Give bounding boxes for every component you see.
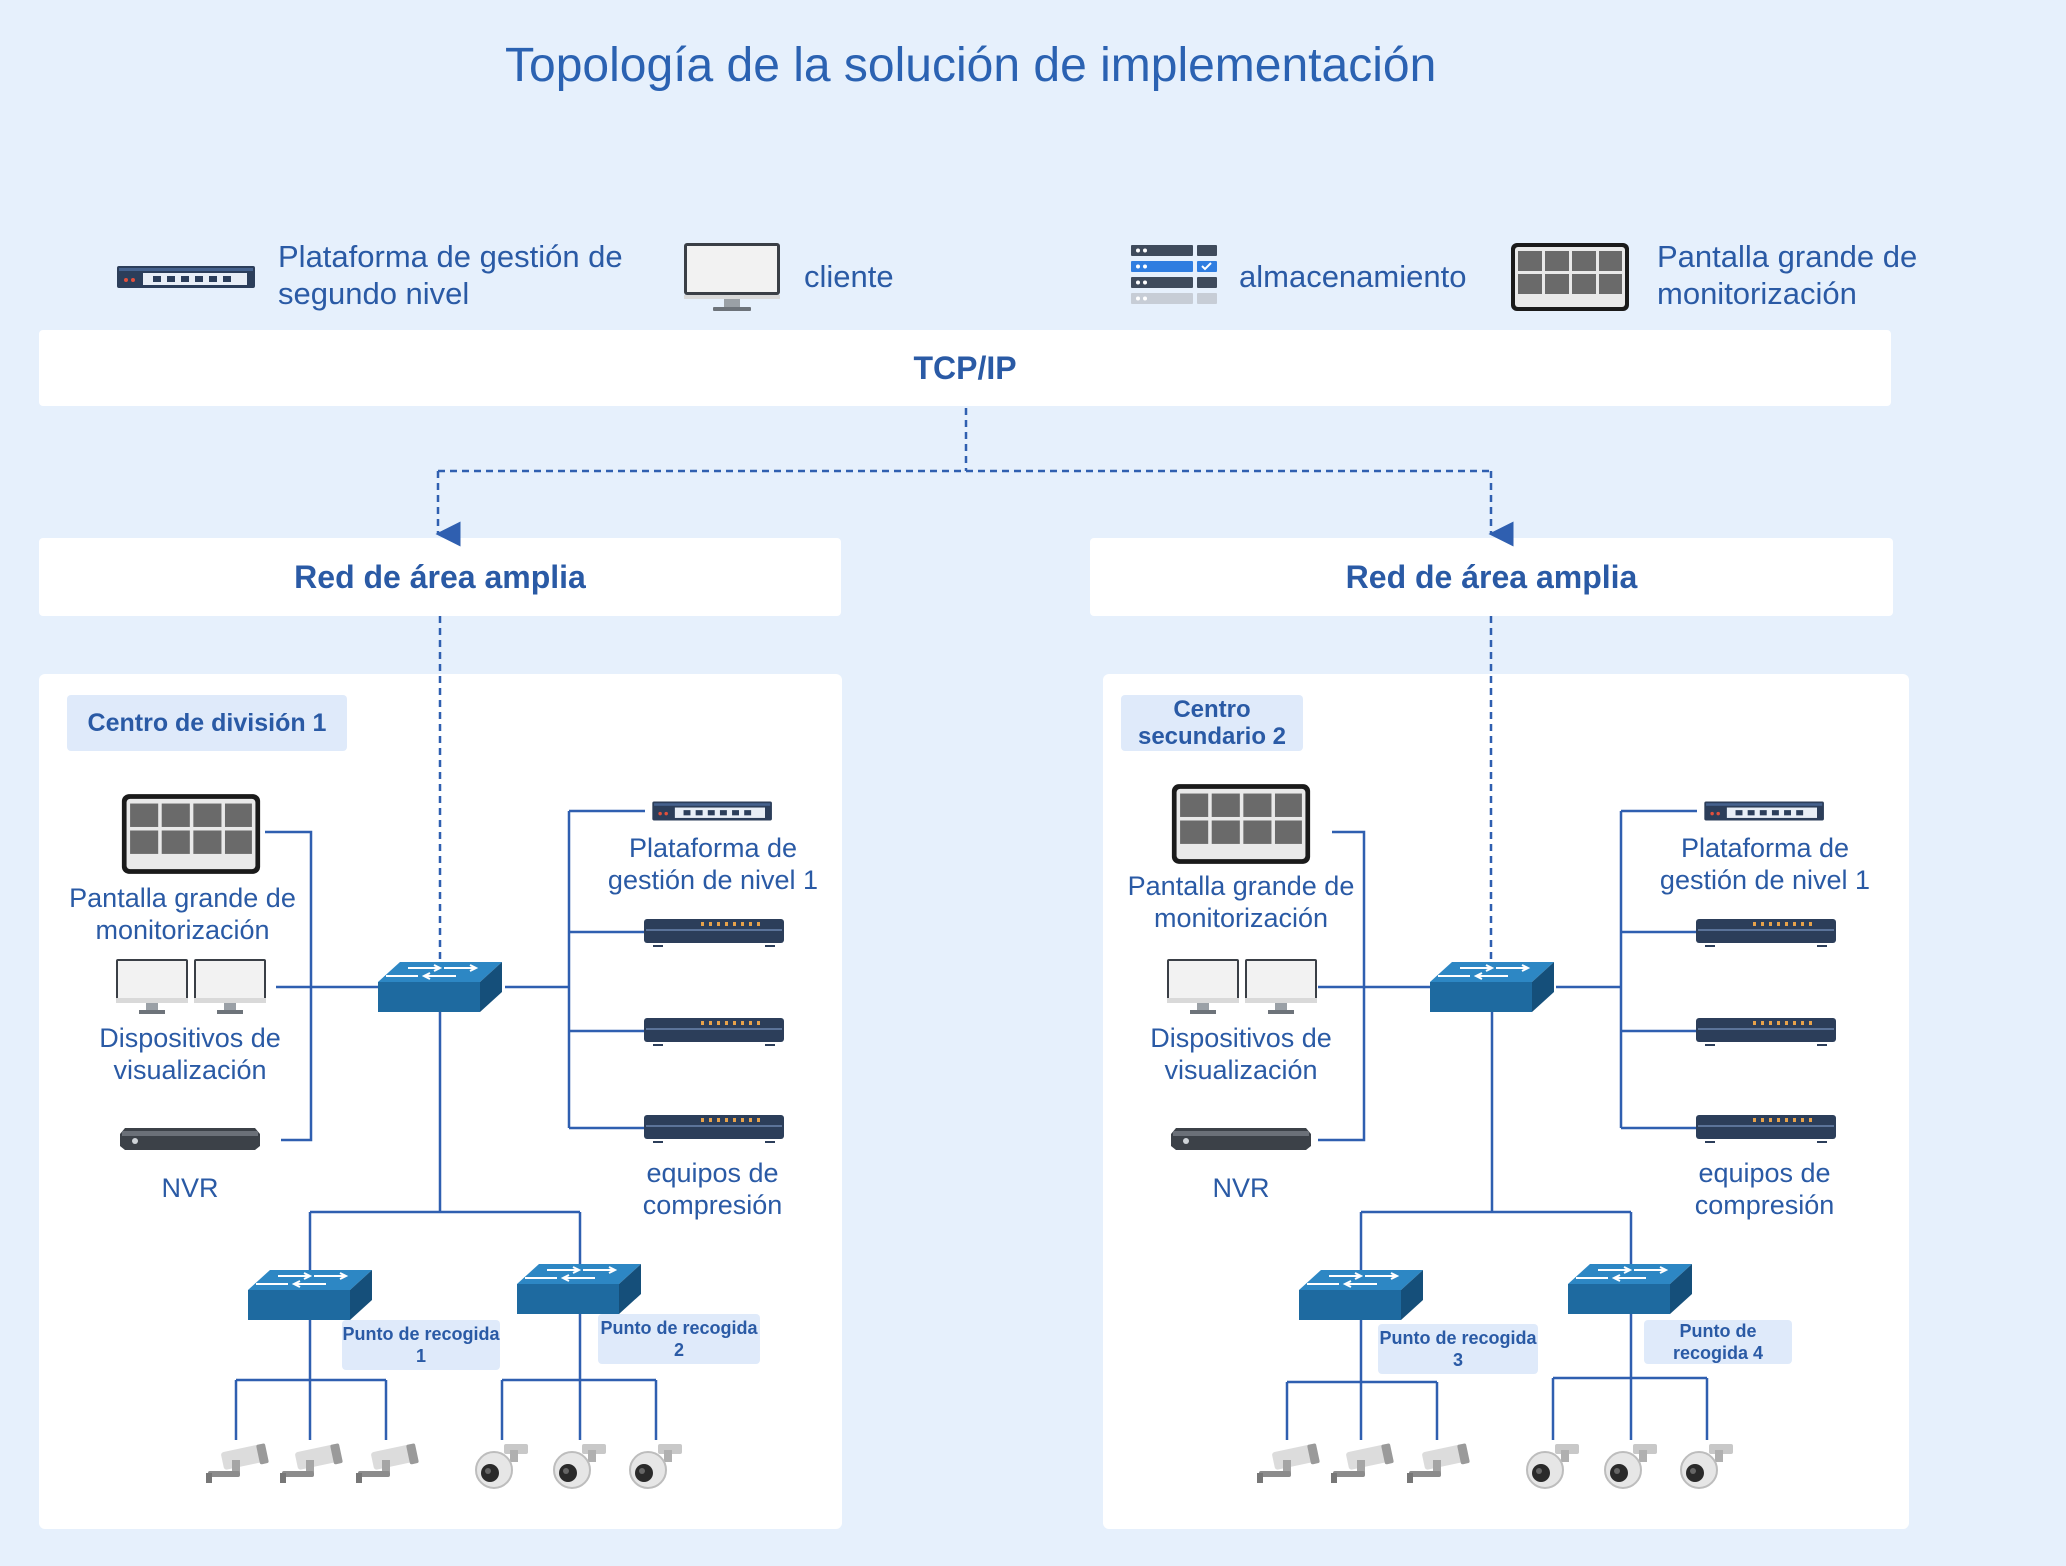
core-switch-icon [378,962,502,1012]
collection-point-1-tag: Punto de recogida 1 [342,1320,500,1370]
compression-device-icon [1696,919,1836,947]
level1-platform-icon [652,801,772,821]
center-1-compression-label: equipos de compresión [642,1158,783,1220]
video-wall-icon [121,794,261,874]
dual-monitor-icon [1167,959,1317,1014]
page-title: Topología de la solución de implementaci… [505,39,1437,92]
access-switch-icon [517,1264,641,1314]
center-1-viewer-label: Dispositivos de visualización [99,1023,281,1085]
legend-platform-label: Plataforma de gestión de segundo nivel [278,239,623,311]
center-2-nvr-label: NVR [1212,1173,1270,1203]
nvr-icon [120,1128,260,1150]
compression-device-icon [644,1115,784,1143]
bullet-camera-icon [1257,1443,1320,1483]
center-1-platform-label: Plataforma de gestión de nivel 1 [607,833,819,895]
collection-point-4-tag: Punto de recogida 4 [1644,1320,1792,1364]
center-1-nvr-label: NVR [161,1173,219,1203]
collection-point-3-tag: Punto de recogida 3 [1378,1324,1538,1374]
bullet-camera-icon [1407,1443,1470,1483]
client-monitor-icon [684,243,780,311]
core-switch-icon [1430,962,1554,1012]
center-2-compression-label: equipos de compresión [1694,1158,1835,1220]
dome-camera-icon [1526,1444,1579,1489]
bullet-camera-icon [356,1443,419,1483]
legend-client-label: cliente [804,259,894,294]
access-switch-icon [1299,1270,1423,1320]
compression-device-icon [644,1018,784,1046]
tcpip-network-bar: TCP/IP [39,330,1891,406]
center-2-platform-label: Plataforma de gestión de nivel 1 [1659,833,1871,895]
center-2-viewer-label: Dispositivos de visualización [1150,1023,1332,1085]
dome-camera-icon [553,1444,606,1489]
legend-display-label: Pantalla grande de monitorización [1657,239,1918,311]
dome-camera-icon [1680,1444,1733,1489]
video-wall-icon [1171,784,1311,864]
dome-camera-icon [475,1444,528,1489]
wan-bar-left: Red de área amplia [39,538,841,616]
access-switch-icon [248,1270,372,1320]
access-switch-icon [1568,1264,1692,1314]
bullet-camera-icon [206,1443,269,1483]
legend-platform-icon [117,266,255,288]
legend-storage-label: almacenamiento [1239,259,1467,294]
level1-platform-icon [1704,801,1824,821]
compression-device-icon [644,919,784,947]
center-1-title: Centro de división 1 [67,695,347,751]
center-2-display-label: Pantalla grande de monitorización [1127,871,1355,933]
compression-device-icon [1696,1115,1836,1143]
bullet-camera-icon [280,1443,343,1483]
collection-point-2-tag: Punto de recogida 2 [598,1314,760,1364]
video-wall-icon [1511,243,1629,311]
dome-camera-icon [629,1444,682,1489]
bullet-camera-icon [1331,1443,1394,1483]
compression-device-icon [1696,1018,1836,1046]
center-1-display-label: Pantalla grande de monitorización [69,883,296,945]
center-2-title: Centro secundario 2 [1121,695,1303,751]
storage-server-icon [1131,245,1217,304]
wan-bar-right: Red de área amplia [1090,538,1893,616]
nvr-icon [1171,1128,1311,1150]
dual-monitor-icon [116,959,266,1014]
dome-camera-icon [1604,1444,1657,1489]
